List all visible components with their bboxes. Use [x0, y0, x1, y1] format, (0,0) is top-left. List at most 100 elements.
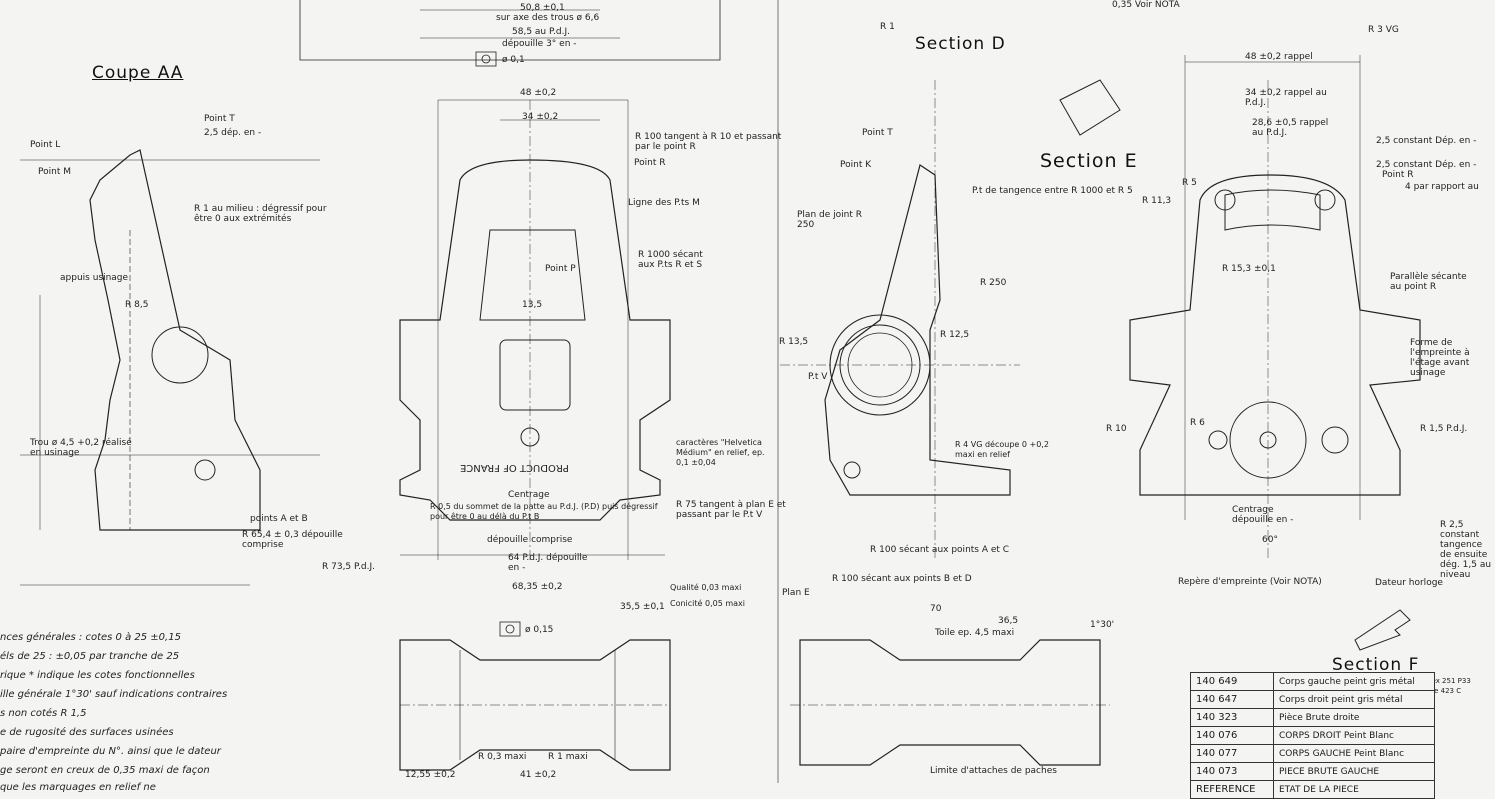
dimension-label: Point L — [30, 140, 61, 150]
dimension-label: R 15,3 ±0,1 — [1222, 264, 1276, 274]
dimension-label: Dateur horloge — [1375, 578, 1443, 588]
dimension-label: 35,5 ±0,1 — [620, 602, 665, 612]
dimension-label: Conicité 0,05 maxi — [670, 599, 746, 608]
general-note: rique * indique les cotes fonctionnelles — [0, 670, 195, 681]
dimension-label: R 0,3 maxi — [478, 752, 527, 762]
dimension-label: 12,55 ±0,2 — [405, 770, 456, 780]
dimension-label: R 100 sécant aux points A et C — [870, 545, 1010, 555]
technical-drawing — [20, 0, 1421, 783]
dimension-label: 50,8 ±0,1 — [520, 3, 565, 13]
general-note: nces générales : cotes 0 à 25 ±0,15 — [0, 632, 181, 643]
dimension-label: 2,5 dép. en - — [204, 128, 262, 138]
dimension-label: Toile ep. 4,5 maxi — [935, 628, 1015, 638]
dimension-label: Polydrex 251 P33 Pantone 423 C — [1410, 677, 1471, 695]
dimension-label: R 6 — [1190, 418, 1205, 428]
dimension-label: points A et B — [250, 514, 308, 524]
dimension-label: Point T — [862, 128, 893, 138]
dimension-label: R 65,4 ± 0,3 dépouille comprise — [242, 530, 343, 550]
dimension-label: Point T — [204, 114, 235, 124]
side-view-section-d — [780, 80, 1020, 560]
dimension-label: Parallèle sécante au point R — [1390, 272, 1467, 292]
dimension-label: R 0,5 du sommet de la patte au P.d.J. (P… — [430, 502, 658, 521]
general-note: ge seront en creux de 0,35 maxi de façon — [0, 765, 210, 776]
title-box-frame — [299, 0, 721, 61]
title-section-e: Section E — [1040, 150, 1138, 172]
dimension-label: Limite d'attaches de paches — [930, 766, 1057, 776]
dimension-label: 1°30' — [1090, 620, 1115, 630]
section-f-detail — [1354, 609, 1411, 651]
dimension-label: Plan E — [782, 588, 810, 598]
dimension-label: R 5 — [1182, 178, 1197, 188]
product-marking: PRODUCT OF FRANCE — [460, 462, 569, 473]
dimension-label: dépouille 3° en - — [502, 39, 577, 49]
bottom-view-left — [399, 621, 671, 771]
dimension-label: P.t de tangence entre R 1000 et R 5 — [972, 186, 1133, 196]
dimension-label: Centrage dépouille en - — [1232, 505, 1294, 525]
section-e-view — [1129, 55, 1421, 560]
front-view — [399, 99, 671, 560]
dimension-label: P.t V — [808, 372, 828, 382]
dimension-label: 41 ±0,2 — [520, 770, 557, 780]
dimension-label: 48 ±0,2 — [520, 88, 557, 98]
dimension-label: sur axe des trous ø 6,6 — [496, 13, 600, 23]
dimension-label: R 1000 sécant aux P.ts R et S — [638, 250, 703, 270]
dimension-label: R 250 — [980, 278, 1007, 288]
dimension-label: Trou ø 4,5 +0,2 réalisé en usinage — [30, 438, 132, 458]
section-detail-small — [1059, 79, 1121, 136]
dimension-label: Point P — [545, 264, 576, 274]
dimension-label: 2,5 constant Dép. en - — [1376, 136, 1477, 146]
dimension-label: R 3 VG — [1368, 25, 1399, 35]
title-coupe-aa: Coupe AA — [92, 63, 184, 83]
dimension-label: R 2,5 constant tangence de ensuite dég. … — [1440, 520, 1492, 580]
dimension-label: 13,5 — [522, 300, 543, 310]
dimension-label: Point R — [1382, 170, 1414, 180]
general-note: que les marquages en relief ne — [0, 782, 156, 793]
dimension-label: 4 par rapport au — [1405, 182, 1479, 192]
general-note: paire d'empreinte du N°. ainsi que le da… — [0, 746, 221, 757]
general-note: s non cotés R 1,5 — [0, 708, 87, 719]
tolerance-frame — [475, 51, 497, 67]
dimension-label: R 75 tangent à plan E et passant par le … — [676, 500, 786, 520]
title-section-f: Section F — [1332, 655, 1420, 675]
dimension-label: 64 P.d.J. dépouille en - — [508, 553, 588, 573]
dimension-label: Centrage — [508, 490, 550, 500]
dimension-label: ø 0,15 — [525, 625, 554, 635]
title-section-d: Section D — [915, 34, 1006, 54]
dimension-label: ø 0,1 — [502, 55, 525, 65]
general-note: ille générale 1°30' sauf indications con… — [0, 689, 228, 700]
bottom-view-right — [790, 639, 1110, 766]
general-note: e de rugosité des surfaces usinées — [0, 727, 174, 738]
dimension-label: R 11,3 — [1142, 196, 1172, 206]
dimension-label: R 13,5 — [779, 337, 809, 347]
dimension-label: 0,35 Voir NOTA — [1112, 0, 1180, 10]
dimension-label: R 100 tangent à R 10 et passant par le p… — [635, 132, 782, 152]
dimension-label: 34 ±0,2 rappel au P.d.J. — [1245, 88, 1327, 108]
dimension-label: Forme de l'empreinte à l'étage avant usi… — [1410, 338, 1470, 378]
dimension-label: Qualité 0,03 maxi — [670, 583, 742, 592]
dimension-label: R 12,5 — [940, 330, 970, 340]
dimension-label: dépouille comprise — [487, 535, 573, 545]
dimension-label: Point R — [634, 158, 666, 168]
dimension-label: 70 — [930, 604, 942, 614]
dimension-label: 58,5 au P.d.J. — [512, 27, 570, 37]
dimension-label: R 73,5 P.d.J. — [322, 562, 375, 572]
dimension-label: R 1 maxi — [548, 752, 588, 762]
dimension-label: appuis usinage — [60, 273, 129, 283]
dimension-label: R 1 au milieu : dégressif pour être 0 au… — [194, 204, 327, 224]
dimension-label: 2,5 constant Dép. en - — [1376, 160, 1477, 170]
coupe-aa-view — [20, 149, 320, 586]
dimension-label: Point K — [840, 160, 872, 170]
dimension-label: R 1,5 P.d.J. — [1420, 424, 1468, 434]
dimension-label: R 1 — [880, 22, 895, 32]
dimension-label: Repère d'empreinte (Voir NOTA) — [1178, 577, 1322, 587]
dimension-label: 68,35 ±0,2 — [512, 582, 563, 592]
dimension-label: 36,5 — [998, 616, 1019, 626]
